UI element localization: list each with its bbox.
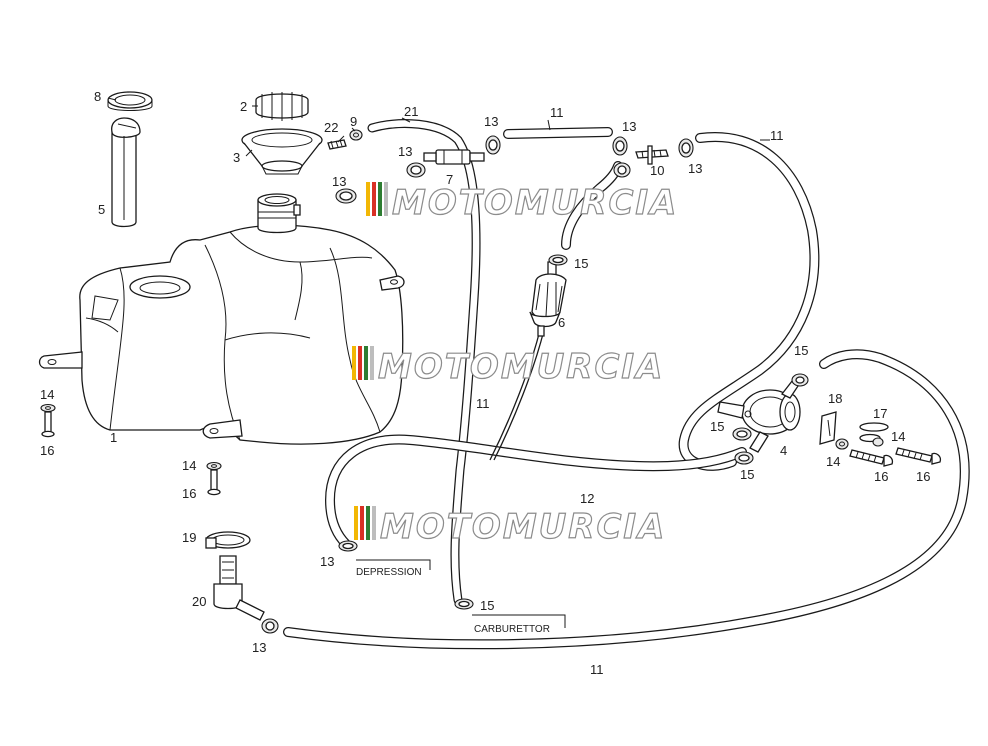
part-label-8: 8 xyxy=(94,89,101,104)
part-label-4: 4 xyxy=(780,443,787,458)
part-label-11-middle: 11 xyxy=(476,396,490,411)
clamp-19 xyxy=(205,531,251,549)
part-label-11-bottom: 11 xyxy=(590,662,604,677)
part-label-16-a: 16 xyxy=(40,443,54,458)
hose-21 xyxy=(367,119,481,605)
fuel-filter xyxy=(529,261,567,337)
part-label-13-f: 13 xyxy=(320,554,334,569)
part-label-10: 10 xyxy=(650,163,664,178)
part-label-17: 17 xyxy=(873,406,887,421)
part-label-13-c: 13 xyxy=(484,114,498,129)
part-label-3: 3 xyxy=(233,150,240,165)
fuel-level-sensor xyxy=(107,91,153,228)
part-label-14-b: 14 xyxy=(182,458,196,473)
screws-16 xyxy=(41,411,942,496)
bracket-18 xyxy=(819,411,837,445)
watermark-text: MOTOMURCIA xyxy=(392,183,678,223)
part-label-5: 5 xyxy=(98,202,105,217)
part-label-14-a: 14 xyxy=(40,387,54,402)
watermark-stripe-red xyxy=(372,182,376,216)
watermark-1: MOTOMURCIA xyxy=(366,182,678,224)
watermark-2: MOTOMURCIA xyxy=(352,346,664,388)
part-label-16-b: 16 xyxy=(182,486,196,501)
leader-lines xyxy=(107,97,770,628)
part-label-11-top: 11 xyxy=(550,105,564,120)
part-label-13-g: 13 xyxy=(252,640,266,655)
part-label-15-b: 15 xyxy=(794,343,808,358)
part-label-16-d: 16 xyxy=(916,469,930,484)
part-label-6: 6 xyxy=(558,315,565,330)
part-label-22: 22 xyxy=(324,120,338,135)
o-rings-17 xyxy=(859,422,889,443)
part-label-21: 21 xyxy=(404,104,418,119)
part-label-16-c: 16 xyxy=(874,469,888,484)
fuel-tank xyxy=(38,193,405,445)
fuel-cap-and-filter xyxy=(241,92,323,175)
part-label-11-right: 11 xyxy=(770,128,784,143)
watermark-stripe-yellow xyxy=(352,346,356,380)
watermark-stripe-green xyxy=(366,506,370,540)
part-label-13-d: 13 xyxy=(622,119,636,134)
watermark-stripe-red xyxy=(360,506,364,540)
part-number-labels: 1 2 3 4 5 6 7 8 9 10 11 11 11 11 12 13 1… xyxy=(40,89,930,677)
part-label-1: 1 xyxy=(110,430,117,445)
part-label-15-e: 15 xyxy=(480,598,494,613)
t-connector-7 xyxy=(423,149,485,165)
part-label-14-c: 14 xyxy=(826,454,840,469)
t-connector-10 xyxy=(635,145,669,165)
part-label-9: 9 xyxy=(350,114,357,129)
note-carburettor: CARBURETTOR xyxy=(474,624,550,635)
part-label-15-a: 15 xyxy=(574,256,588,271)
part-label-7: 7 xyxy=(446,172,453,187)
watermark-stripe-red xyxy=(358,346,362,380)
part-label-15-d: 15 xyxy=(740,467,754,482)
part-label-14-d: 14 xyxy=(891,429,905,444)
watermark-text: MOTOMURCIA xyxy=(380,507,666,547)
watermark-stripe-grey xyxy=(370,346,374,380)
hose-clips xyxy=(261,135,809,634)
hose-11-right xyxy=(678,132,820,471)
watermark-stripe-green xyxy=(364,346,368,380)
part-label-13-b: 13 xyxy=(398,144,412,159)
hose-11-top xyxy=(503,127,613,139)
part-label-20: 20 xyxy=(192,594,206,609)
part-label-15-c: 15 xyxy=(710,419,724,434)
watermark-stripe-grey xyxy=(372,506,376,540)
watermark-text: MOTOMURCIA xyxy=(378,347,664,387)
watermark-3: MOTOMURCIA xyxy=(354,506,666,548)
part-label-19: 19 xyxy=(182,530,196,545)
fuel-tap-20 xyxy=(213,555,265,621)
watermark-stripe-yellow xyxy=(354,506,358,540)
watermark-stripe-green xyxy=(378,182,382,216)
part-label-12: 12 xyxy=(580,491,594,506)
part-label-13-e: 13 xyxy=(688,161,702,176)
note-depression: DEPRESSION xyxy=(356,567,422,578)
hose-12 xyxy=(324,434,747,549)
part-label-13-a: 13 xyxy=(332,174,346,189)
washers-14 xyxy=(40,403,884,471)
watermark-stripe-grey xyxy=(384,182,388,216)
hose-to-carburettor xyxy=(489,329,545,461)
watermark-stripe-yellow xyxy=(366,182,370,216)
part-label-2: 2 xyxy=(240,99,247,114)
hose-11-bottom xyxy=(283,349,970,650)
part-label-18: 18 xyxy=(828,391,842,406)
